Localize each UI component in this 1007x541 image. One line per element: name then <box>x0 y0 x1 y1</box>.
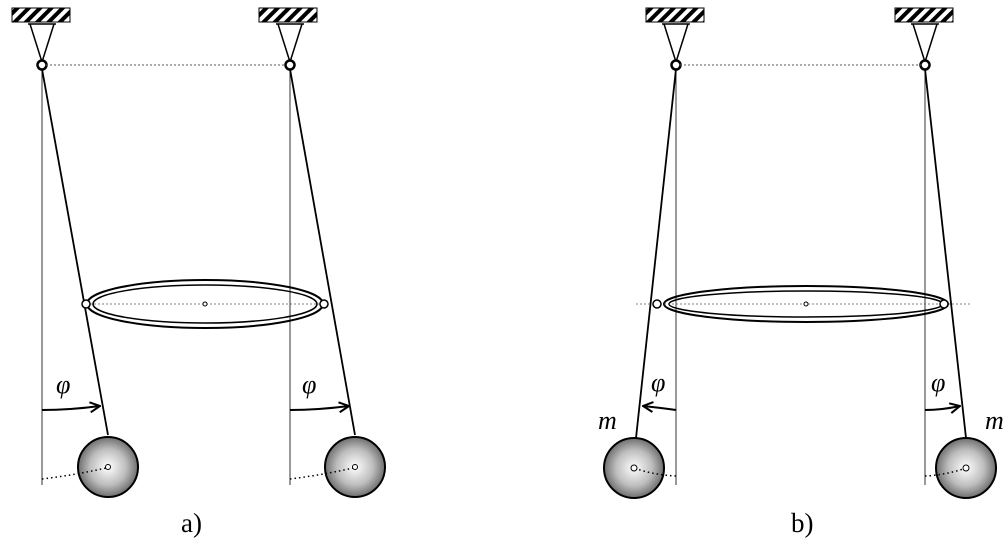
panel-b <box>603 7 997 499</box>
angle-label-a-left: φ <box>56 370 71 399</box>
string-left <box>41 68 109 436</box>
ceiling-support-left <box>11 7 71 71</box>
string-right <box>289 68 356 436</box>
angle-arrow-left <box>41 406 100 410</box>
angle-arrow-left <box>643 406 677 410</box>
ring <box>636 285 972 323</box>
caption-b: b) <box>791 508 814 538</box>
ring <box>81 279 329 329</box>
pendulum-ball-left <box>41 436 139 498</box>
string-left <box>635 68 677 439</box>
pendulum-ball-right <box>289 436 386 498</box>
ceiling-support-left <box>645 7 705 71</box>
panel-a <box>11 7 386 498</box>
pendulum-ball-right <box>924 437 997 499</box>
angle-label-b-left: φ <box>651 368 666 397</box>
angle-label-b-right: φ <box>931 368 946 397</box>
mass-label-b-right: m <box>985 406 1004 435</box>
string-right <box>924 68 967 439</box>
angle-arrow-right <box>924 406 960 410</box>
angle-arrow-right <box>289 406 349 410</box>
angle-label-a-right: φ <box>302 370 317 399</box>
ceiling-support-right <box>894 7 954 71</box>
mass-label-b-left: m <box>598 406 617 435</box>
pendulum-ball-left <box>603 437 677 499</box>
ceiling-support-right <box>258 7 318 71</box>
caption-a: a) <box>181 508 202 538</box>
